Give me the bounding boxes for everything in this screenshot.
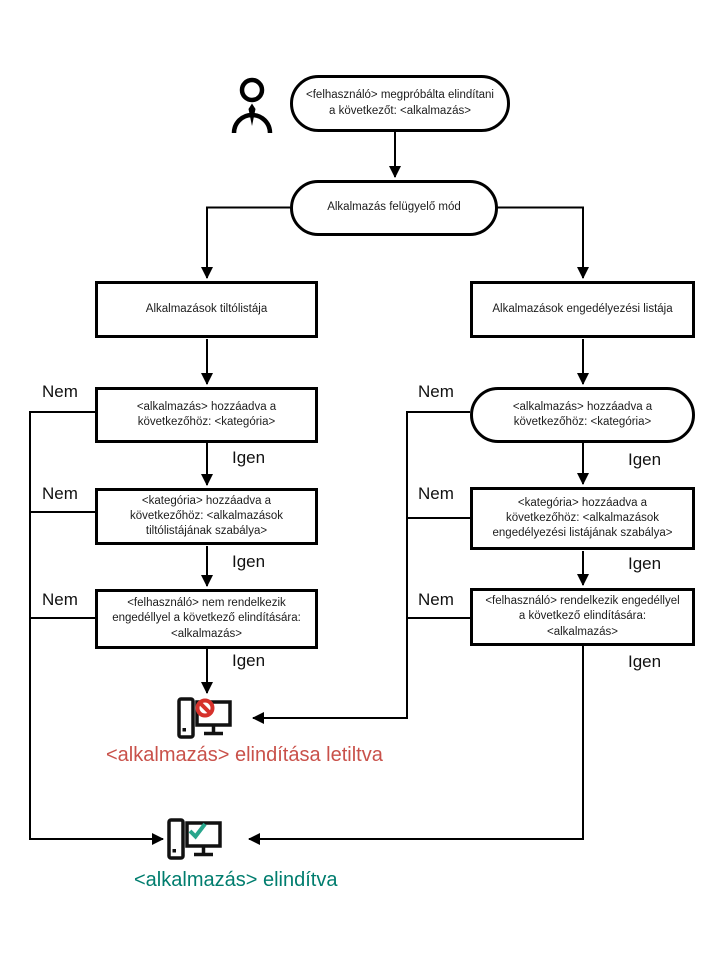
user-icon-head <box>239 77 265 103</box>
launched-computer-icon <box>167 818 222 860</box>
label-no-deny-1: Nem <box>42 382 78 401</box>
connector-allow-yes-3-to-launched <box>248 646 584 845</box>
label-yes-allow-3: Igen <box>628 652 662 671</box>
flow-node-allow-app-in-category: <alkalmazás> hozzáadva a következőhöz: <… <box>470 387 695 443</box>
computer-tower-button <box>182 728 186 732</box>
label-no-deny-2: Nem <box>42 484 78 503</box>
flow-node-denylist: Alkalmazások tiltólistája <box>95 281 318 338</box>
label-no-deny-3: Nem <box>42 590 78 609</box>
label-yes-allow-1: Igen <box>628 450 662 469</box>
flow-node-allow-user-permission: <felhasználó> rendelkezik engedéllyel a … <box>470 588 695 646</box>
label-no-allow-2: Nem <box>418 484 454 503</box>
result-text-launched: <alkalmazás> elindítva <box>134 869 338 891</box>
flow-node-start: <felhasználó> megpróbálta elindítani a k… <box>290 75 510 132</box>
connector-mode-to-denylist <box>201 206 290 279</box>
check-icon <box>188 822 207 840</box>
computer-tower <box>167 818 185 860</box>
flow-node-deny-app-in-category: <alkalmazás> hozzáadva a következőhöz: <… <box>95 387 318 443</box>
user-icon-tie <box>248 103 256 126</box>
connector-mode-to-allowlist <box>497 206 589 279</box>
computer-tower <box>177 697 195 739</box>
label-yes-deny-2: Igen <box>232 552 266 571</box>
label-yes-deny-3: Igen <box>232 651 266 670</box>
flow-node-deny-category-in-rule: <kategória> hozzáadva a következőhöz: <a… <box>95 488 318 545</box>
flow-node-allow-category-in-rule: <kategória> hozzáadva a következőhöz: <a… <box>470 487 695 550</box>
label-yes-deny-1: Igen <box>232 448 266 467</box>
computer-tower-button <box>172 849 176 853</box>
blocked-computer-icon <box>177 697 232 739</box>
flow-node-application-control-mode: Alkalmazás felügyelő mód <box>290 180 498 236</box>
user-icon <box>231 77 273 134</box>
label-no-allow-1: Nem <box>418 382 454 401</box>
label-no-allow-3: Nem <box>418 590 454 609</box>
connector-right-no-collector-to-blocked <box>252 411 470 724</box>
prohibition-icon-slash <box>199 702 211 714</box>
flow-node-allowlist: Alkalmazások engedélyezési listája <box>470 281 695 338</box>
flow-node-deny-user-permission: <felhasználó> nem rendelkezik engedéllye… <box>95 589 318 649</box>
result-text-blocked: <alkalmazás> elindítása letiltva <box>106 744 383 766</box>
connector-left-no-collector-to-launched <box>29 411 164 845</box>
label-yes-allow-2: Igen <box>628 554 662 573</box>
